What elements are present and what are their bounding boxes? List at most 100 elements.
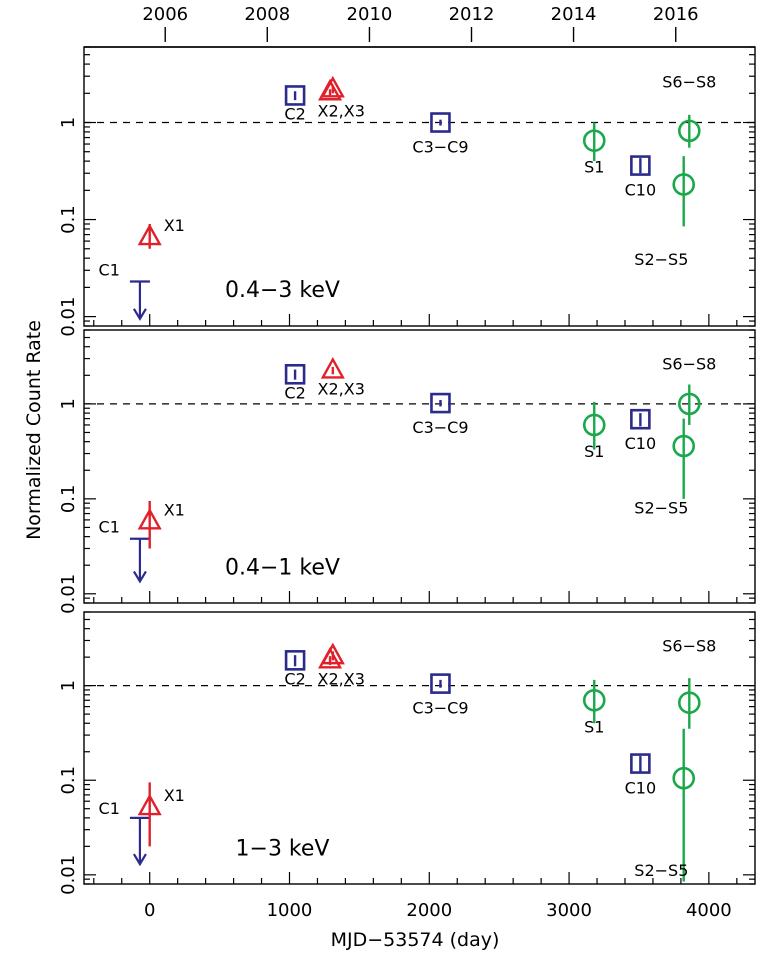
data-point	[284, 85, 306, 106]
top-tick-label: 2008	[244, 4, 290, 25]
square-marker	[630, 155, 651, 176]
x-axis-label: MJD−53574 (day)	[331, 929, 500, 951]
data-point	[129, 280, 150, 321]
data-point	[630, 408, 651, 430]
circle-marker	[677, 691, 701, 714]
data-point	[284, 650, 306, 671]
x-tick-label: 0	[144, 900, 155, 921]
point-label: S2−S5	[634, 499, 688, 518]
data-point	[582, 122, 606, 162]
circle-marker	[582, 688, 606, 712]
data-point	[320, 642, 345, 665]
triangle-marker	[320, 356, 345, 379]
top-tick-label: 2006	[142, 4, 188, 25]
data-point	[320, 356, 345, 379]
y-axis-label: Normalized Count Rate	[23, 320, 45, 540]
panel-frame	[83, 329, 756, 604]
point-label: C3−C9	[412, 138, 468, 157]
point-label: C1	[99, 518, 120, 537]
band-label: 0.4−3 keV	[225, 278, 340, 303]
data-point	[582, 679, 606, 724]
panel-frame	[83, 46, 756, 327]
point-label: C10	[625, 434, 657, 453]
point-label: X1	[164, 500, 185, 519]
upper-limit-arrow	[132, 570, 147, 584]
point-label: S1	[584, 442, 604, 461]
triangle-marker	[137, 507, 162, 530]
circle-marker	[582, 413, 606, 437]
square-marker	[630, 408, 651, 430]
data-point	[137, 500, 162, 549]
circle-marker	[672, 434, 696, 458]
y-tick-label: 0.01	[58, 574, 79, 614]
point-label: C10	[625, 779, 657, 798]
data-point	[672, 156, 696, 227]
square-marker	[430, 673, 451, 694]
top-tick-label: 2012	[449, 4, 495, 25]
y-tick-label: 1	[58, 680, 79, 691]
data-point	[137, 782, 162, 847]
y-tick-label: 0.01	[58, 297, 79, 337]
point-label: S6−S8	[662, 355, 716, 374]
point-label: S2−S5	[634, 861, 688, 880]
x-tick-label: 1000	[267, 900, 313, 921]
point-label: X1	[164, 216, 185, 235]
point-label: X2,X3	[318, 669, 365, 688]
upper-limit-arrow	[132, 853, 147, 867]
square-marker	[430, 112, 451, 133]
y-tick-label: 1	[58, 117, 79, 128]
point-label: C2	[284, 383, 305, 402]
point-label: S6−S8	[662, 72, 716, 91]
data-point	[677, 114, 701, 148]
triangle-marker	[137, 223, 162, 246]
y-tick-label: 0.1	[58, 766, 79, 795]
data-point	[677, 678, 701, 729]
data-point	[129, 537, 150, 584]
band-label: 0.4−1 keV	[225, 555, 340, 580]
point-label: S2−S5	[634, 250, 688, 269]
data-point	[430, 112, 451, 133]
circle-marker	[677, 119, 701, 143]
point-label: C1	[99, 799, 120, 818]
triangle-marker	[137, 793, 162, 816]
x-tick-label: 4000	[686, 900, 732, 921]
top-tick-label: 2016	[653, 4, 699, 25]
point-label: C10	[625, 181, 657, 200]
y-tick-label: 0.1	[58, 205, 79, 234]
circle-marker	[672, 173, 696, 196]
data-point	[677, 384, 701, 425]
data-point	[582, 401, 606, 450]
square-marker	[430, 392, 451, 414]
panel-frame	[83, 611, 756, 885]
square-marker	[284, 363, 306, 385]
y-tick-label: 0.01	[58, 855, 79, 895]
y-tick-label: 0.1	[58, 485, 79, 514]
y-tick-label: 1	[58, 398, 79, 409]
circle-marker	[677, 392, 701, 416]
point-label: X1	[164, 786, 185, 805]
data-point	[129, 816, 150, 867]
point-label: C3−C9	[412, 699, 468, 718]
triangle-marker	[320, 642, 345, 665]
data-point	[137, 223, 162, 249]
point-label: C2	[284, 669, 305, 688]
x-tick-label: 3000	[546, 900, 592, 921]
square-marker	[630, 753, 651, 774]
point-label: X2,X3	[318, 101, 365, 120]
triangle-marker	[320, 75, 345, 98]
top-tick-label: 2014	[551, 4, 597, 25]
point-label: C2	[284, 104, 305, 123]
data-point	[630, 155, 651, 176]
point-label: S1	[584, 717, 604, 736]
circle-marker	[582, 129, 606, 152]
circle-marker	[672, 766, 696, 790]
point-label: S1	[584, 158, 604, 177]
data-point	[672, 418, 696, 499]
x-tick-label: 2000	[406, 900, 452, 921]
square-marker	[284, 85, 306, 106]
